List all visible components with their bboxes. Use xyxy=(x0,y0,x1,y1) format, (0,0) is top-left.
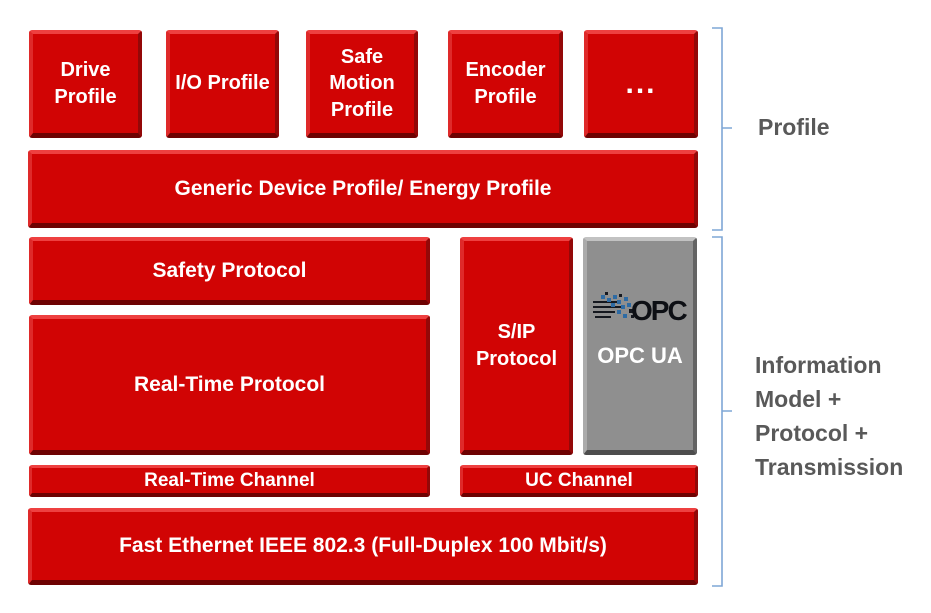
info-label-line: Model + xyxy=(755,386,842,412)
block-label: OPC UA xyxy=(597,343,683,368)
block-profile-ellipsis: ... xyxy=(584,30,698,138)
block-label: Safety Protocol xyxy=(152,258,307,282)
block-label: Drive Profile xyxy=(54,59,117,108)
information-group-label: Information Model + Protocol + Transmiss… xyxy=(755,348,903,484)
bar-realtime-channel: Real-Time Channel xyxy=(29,465,430,497)
bar-label: Fast Ethernet IEEE 802.3 (Full-Duplex 10… xyxy=(119,534,607,558)
opc-logo-text: OPC xyxy=(631,295,687,326)
info-label-line: Information xyxy=(755,352,882,378)
ellipsis-label: ... xyxy=(625,66,657,100)
block-label: Safe Motion Profile xyxy=(329,45,395,121)
block-label: I/O Profile xyxy=(175,72,270,95)
block-label: Real-Time Protocol xyxy=(134,372,325,396)
bar-fast-ethernet: Fast Ethernet IEEE 802.3 (Full-Duplex 10… xyxy=(28,508,698,585)
block-safe-motion-profile: Safe Motion Profile xyxy=(306,30,418,138)
block-io-profile: I/O Profile xyxy=(166,30,279,138)
block-drive-profile: Drive Profile xyxy=(29,30,142,138)
block-sip-protocol: S/IP Protocol xyxy=(460,237,573,455)
profile-group-label: Profile xyxy=(758,114,830,140)
info-label-line: Transmission xyxy=(755,454,904,480)
bar-label: UC Channel xyxy=(525,469,633,491)
bar-uc-channel: UC Channel xyxy=(460,465,698,497)
block-label: S/IP Protocol xyxy=(475,321,558,370)
bar-label: Real-Time Channel xyxy=(144,469,315,491)
block-opc-ua: OPC OPC UA xyxy=(583,237,697,455)
opc-foundation-logo: OPC xyxy=(593,292,687,326)
block-safety-protocol: Safety Protocol xyxy=(29,237,430,305)
block-label: Encoder Profile xyxy=(465,59,546,108)
profile-bracket xyxy=(712,27,732,231)
bar-generic-device-profile: Generic Device Profile/ Energy Profile xyxy=(28,150,698,228)
block-realtime-protocol: Real-Time Protocol xyxy=(29,315,430,455)
info-label-line: Protocol + xyxy=(755,420,869,446)
bar-label: Generic Device Profile/ Energy Profile xyxy=(174,176,552,200)
block-encoder-profile: Encoder Profile xyxy=(448,30,563,138)
information-bracket xyxy=(712,236,732,587)
